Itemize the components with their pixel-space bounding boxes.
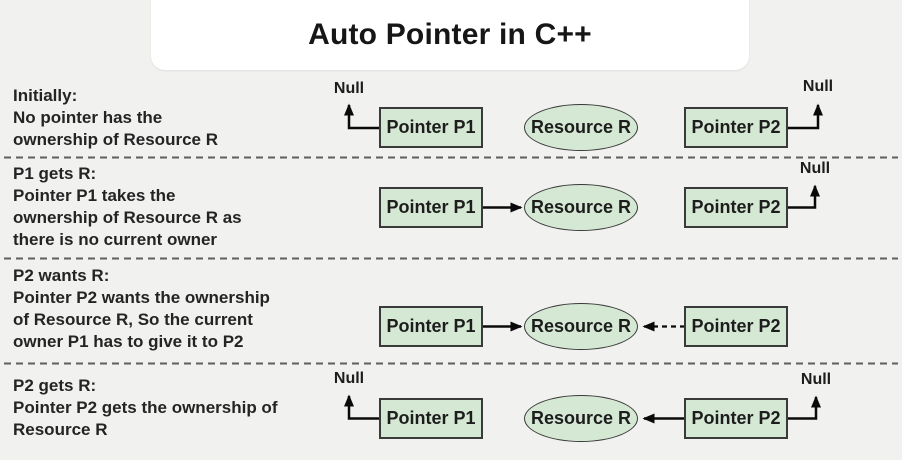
description-line: of Resource R, So the current (13, 310, 253, 329)
page-title: Auto Pointer in C++ (308, 18, 592, 51)
null-label: Null (799, 160, 831, 177)
description-line: owner P1 has to give it to P2 (13, 332, 244, 351)
resource-r-ellipse-row2: Resource R (524, 184, 638, 231)
resource-r-ellipse-row3: Resource R (524, 303, 638, 350)
pointer-p2-box-row1: Pointer P2 (684, 107, 788, 148)
description-line: Resource R (13, 420, 108, 439)
description-line: Initially: (13, 86, 78, 105)
description-line: P2 wants R: (13, 266, 110, 285)
arrow-r4-p1-to-null (344, 394, 380, 420)
pointer-p2-box-row2: Pointer P2 (684, 187, 788, 228)
description-line: Pointer P2 gets the ownership of (13, 398, 278, 417)
pointer-p1-box-row4: Pointer P1 (379, 398, 483, 439)
description-line: Pointer P2 wants the ownership (13, 288, 270, 307)
description-line: Pointer P1 takes the (13, 186, 176, 205)
pointer-p2-box-row3: Pointer P2 (684, 306, 788, 347)
description-line: ownership of Resource R as (13, 208, 242, 227)
description-line: there is no current owner (13, 230, 218, 249)
pointer-p2-box-row4: Pointer P2 (684, 398, 788, 439)
resource-r-ellipse-row1: Resource R (524, 104, 638, 151)
title-card: Auto Pointer in C++ (151, 0, 749, 70)
description-line: P1 gets R: (13, 164, 97, 183)
row-description-p2-wants-r: P2 wants R: Pointer P2 wants the ownersh… (13, 265, 270, 353)
row-description-p2-gets-r: P2 gets R: Pointer P2 gets the ownership… (13, 375, 277, 441)
pointer-p1-box-row1: Pointer P1 (379, 107, 483, 148)
description-line: ownership of Resource R (13, 130, 218, 149)
row-description-p1-gets-r: P1 gets R: Pointer P1 takes the ownershi… (13, 163, 242, 251)
arrow-r4-p2-to-null (786, 395, 821, 420)
row-description-initially: Initially: No pointer has the ownership … (13, 85, 218, 151)
null-label: Null (800, 371, 832, 388)
arrow-r2-p2-to-null (786, 184, 820, 209)
pointer-p1-box-row3: Pointer P1 (379, 306, 483, 347)
arrow-r1-p1-to-null (344, 103, 380, 130)
null-label: Null (333, 370, 365, 387)
arrow-r1-p2-to-null (786, 103, 823, 130)
null-label: Null (333, 80, 365, 97)
pointer-p1-box-row2: Pointer P1 (379, 187, 483, 228)
description-line: No pointer has the (13, 108, 163, 127)
resource-r-ellipse-row4: Resource R (524, 395, 638, 442)
description-line: P2 gets R: (13, 376, 97, 395)
null-label: Null (802, 78, 834, 95)
